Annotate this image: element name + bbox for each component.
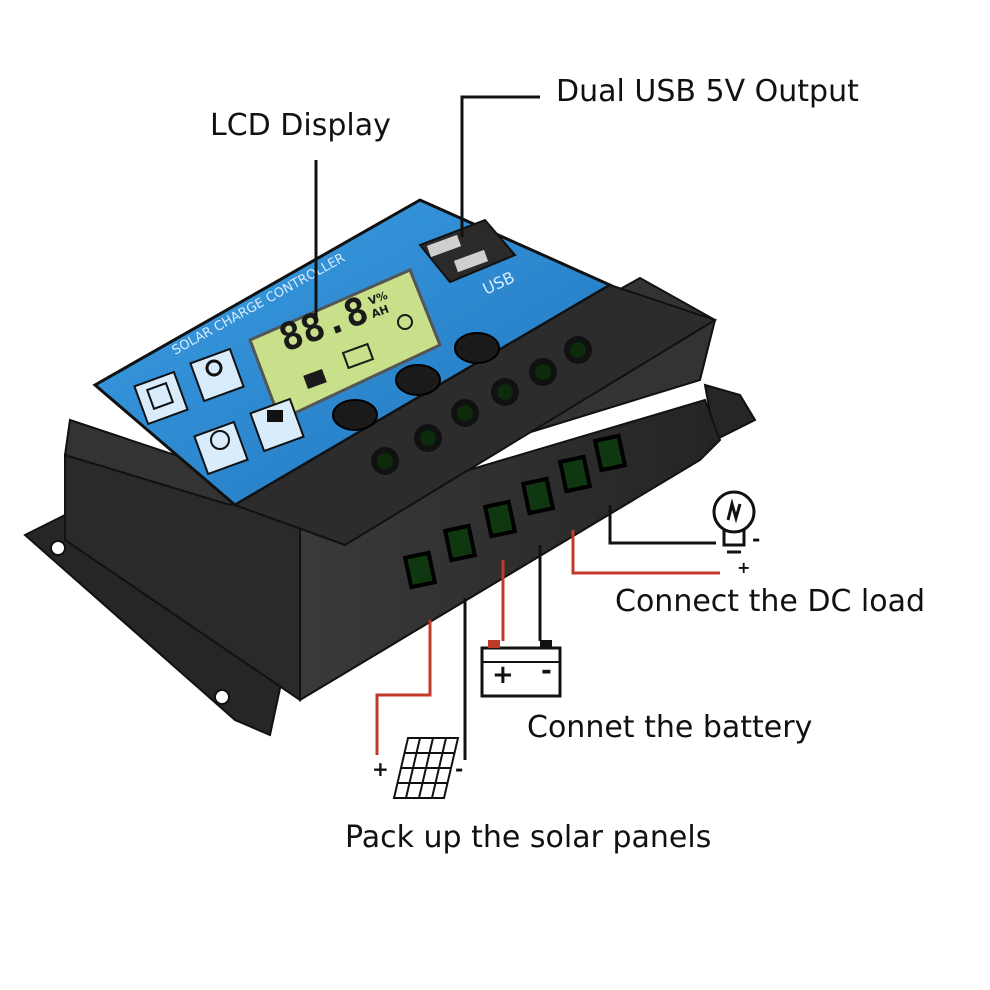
solar-plus-sign: + [372, 757, 389, 781]
solar-minus-sign: - [455, 757, 464, 781]
solar-panel-icon [392, 737, 460, 799]
bulb-icon [712, 490, 756, 554]
load-plus-sign: + [737, 558, 751, 577]
battery-icon [480, 640, 562, 698]
label-lcd-display: LCD Display [210, 108, 391, 143]
label-solar-panels: Pack up the solar panels [345, 820, 712, 855]
usb-leader [460, 95, 540, 237]
label-battery: Connet the battery [527, 710, 813, 745]
feature-full [249, 397, 305, 453]
load-minus-sign: - [752, 527, 761, 551]
load-positive-wire [571, 530, 720, 575]
lcd-bulb-icon [397, 314, 413, 330]
lcd-battery-icon [341, 342, 375, 370]
mcu-chip-icon [145, 381, 175, 411]
label-usb-output: Dual USB 5V Output [556, 74, 859, 109]
usb-port-2[interactable] [453, 249, 489, 273]
feature-mcu [133, 370, 189, 426]
gear-icon [205, 359, 223, 377]
lcd-solar-icon [303, 369, 327, 389]
lock-icon [267, 410, 283, 422]
lcd-screen: 88.8 V% AH [248, 268, 442, 423]
terminal-screws [371, 336, 592, 475]
terminal-slots [402, 433, 628, 590]
lcd-units-top: V% [367, 289, 390, 308]
control-buttons [332, 332, 500, 431]
clock-icon [210, 430, 230, 450]
battery-plus-sign: + [492, 660, 514, 690]
button-up[interactable] [395, 364, 441, 396]
battery-minus-sign: - [541, 656, 552, 686]
button-menu[interactable] [332, 399, 378, 431]
button-down[interactable] [454, 332, 500, 364]
load-negative-wire [608, 505, 716, 545]
usb-port-1[interactable] [426, 234, 462, 258]
solar-positive-wire [375, 620, 432, 755]
feature-set [189, 347, 245, 403]
label-dc-load: Connect the DC load [615, 584, 926, 619]
callout-lines [314, 95, 720, 760]
usb-ports: USB [418, 218, 517, 299]
feature-timer [193, 420, 249, 476]
lcd-units-bottom: AH [370, 303, 391, 321]
